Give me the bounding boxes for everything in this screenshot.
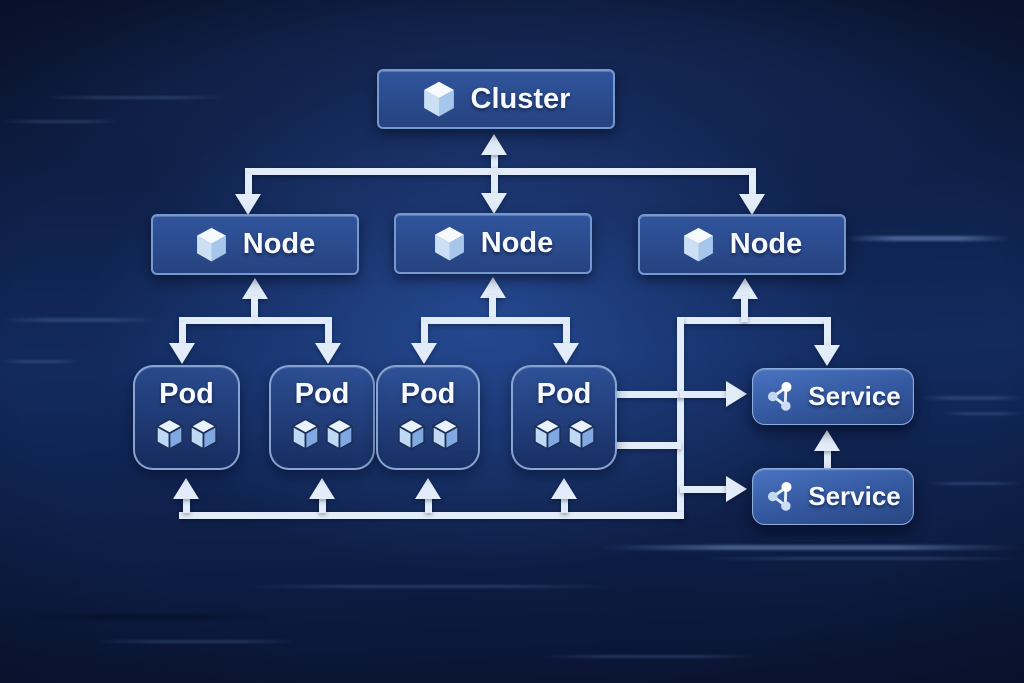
connector-bottom-bus <box>179 512 684 519</box>
connector-pod4-to-trunk-lower <box>615 442 681 449</box>
arrowhead-bus-into-pod2 <box>309 478 335 499</box>
arrowhead-into-node2 <box>481 193 507 214</box>
connector-arrow-service1-line <box>680 391 726 398</box>
background-streak <box>920 396 1024 400</box>
pod-label: Pod <box>536 378 592 410</box>
background-streak <box>40 96 230 99</box>
arrowhead-bus-into-pod3 <box>415 478 441 499</box>
pod-cubes <box>154 418 219 451</box>
pod-label: Pod <box>294 378 350 410</box>
service-label: Service <box>808 481 901 511</box>
cube-icon <box>422 81 456 118</box>
background-streak <box>30 614 270 620</box>
cube-icon <box>324 418 355 451</box>
connector-bus-up-pod2 <box>319 497 326 513</box>
background-streak <box>240 585 620 588</box>
node-box-3: Node <box>638 214 846 275</box>
connector-drop-node1 <box>245 173 252 196</box>
arrowhead-into-pod2 <box>315 343 341 364</box>
background-streak <box>925 482 1024 485</box>
arrowhead-into-pod1 <box>169 343 195 364</box>
cube-icon <box>290 418 321 451</box>
cube-icon <box>154 418 185 451</box>
background-streak <box>0 318 160 322</box>
service-label: Service <box>808 381 901 411</box>
connector-drop-pod1 <box>179 322 186 345</box>
cube-icon <box>433 226 466 262</box>
pod-cubes <box>396 418 461 451</box>
connector-node1-pods-horizontal <box>179 317 332 324</box>
arrowhead-into-node1 <box>235 194 261 215</box>
pod-box-1: Pod <box>133 365 240 470</box>
pod-box-4: Pod <box>511 365 617 470</box>
pod-box-2: Pod <box>269 365 375 470</box>
pod-label: Pod <box>400 378 456 410</box>
arrowhead-into-service1 <box>814 345 840 366</box>
connector-bus-up-pod1 <box>183 497 190 513</box>
cluster-box: Cluster <box>377 69 615 129</box>
node-label: Node <box>242 228 316 260</box>
connector-service2-service1 <box>824 449 831 469</box>
arrowhead-service2-into-service1 <box>814 430 840 451</box>
cube-icon <box>188 418 219 451</box>
connector-drop-node2 <box>491 173 498 195</box>
cube-icon <box>532 418 563 451</box>
connector-arrow-service2-line <box>680 486 726 493</box>
share-nodes-icon <box>765 381 796 412</box>
background-streak <box>0 360 80 363</box>
arrowhead-right-service1 <box>726 381 747 407</box>
pod-cubes <box>532 418 597 451</box>
arrowhead-bus-into-pod4 <box>551 478 577 499</box>
service-box-1: Service <box>752 368 914 425</box>
cube-icon <box>430 418 461 451</box>
connector-drop-pod4 <box>563 322 570 345</box>
node-label: Node <box>729 228 803 260</box>
cube-icon <box>566 418 597 451</box>
node-box-1: Node <box>151 214 359 275</box>
pod-label: Pod <box>159 378 214 410</box>
node-label: Node <box>480 227 554 259</box>
arrowhead-right-service2 <box>726 476 747 502</box>
cube-icon <box>396 418 427 451</box>
connector-bus-up-pod4 <box>561 497 568 513</box>
background-streak <box>940 412 1024 415</box>
connector-node2-pods-horizontal <box>421 317 570 324</box>
background-streak <box>540 655 760 658</box>
connector-trunk-horizontal <box>677 317 831 324</box>
connector-drop-node3 <box>749 173 756 196</box>
connector-drop-pod3 <box>421 322 428 345</box>
arrowhead-into-pod3 <box>411 343 437 364</box>
cluster-label: Cluster <box>470 82 571 115</box>
connector-drop-service1 <box>824 320 831 348</box>
background-streak <box>600 545 1024 550</box>
connector-node3-vertical <box>741 296 748 322</box>
service-box-2: Service <box>752 468 914 525</box>
node-box-2: Node <box>394 213 592 274</box>
connector-cluster-nodes-horizontal <box>245 168 756 175</box>
pod-cubes <box>290 418 355 451</box>
pod-box-3: Pod <box>376 365 480 470</box>
background-streak <box>0 120 120 123</box>
connector-drop-pod2 <box>325 322 332 345</box>
arrowhead-bus-into-pod1 <box>173 478 199 499</box>
background-streak <box>845 236 1010 241</box>
background-streak <box>700 557 1024 560</box>
share-nodes-icon <box>765 481 796 512</box>
arrowhead-into-pod4 <box>553 343 579 364</box>
connector-bus-up-pod3 <box>425 497 432 513</box>
connector-pod4-to-trunk-upper <box>615 391 681 398</box>
arrowhead-into-cluster <box>481 134 507 155</box>
cube-icon <box>195 227 228 263</box>
background-streak <box>90 640 300 643</box>
arrowhead-into-node3 <box>739 194 765 215</box>
cube-icon <box>682 227 715 263</box>
